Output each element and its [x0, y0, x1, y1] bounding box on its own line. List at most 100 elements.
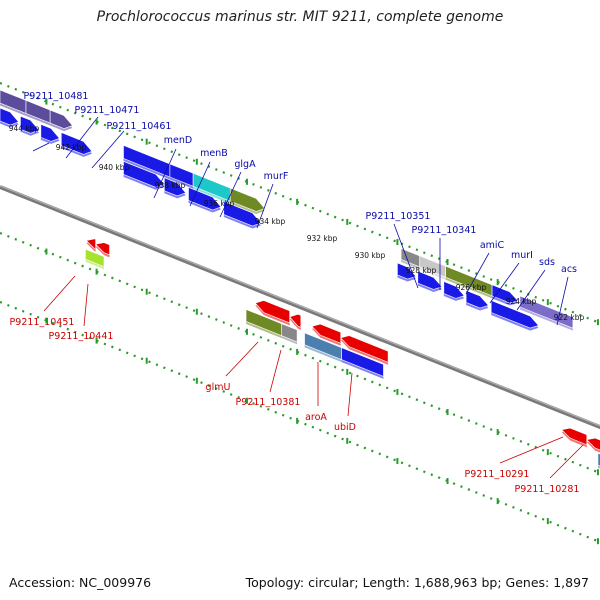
kbp-tick-label-2: 942 kbp: [56, 143, 87, 152]
gene-forward-7-body[interactable]: [491, 284, 519, 304]
gene-label-reverse-5[interactable]: aroA: [305, 412, 327, 423]
callout-line-forward-4: [153, 148, 177, 199]
kbp-tick-label-3: 940 kbp: [99, 163, 130, 172]
kbp-tick-label-6: 934 kbp: [255, 217, 286, 226]
gene-label-forward-10[interactable]: amiC: [480, 240, 505, 251]
gene-forward-24-body[interactable]: [465, 289, 489, 309]
gene-forward-17[interactable]: [123, 160, 165, 190]
gene-label-forward-4[interactable]: menD: [164, 135, 192, 146]
gene-forward-23-body[interactable]: [443, 281, 465, 299]
gene-forward-16-body[interactable]: [229, 187, 266, 212]
gene-reverse-8[interactable]: [311, 323, 342, 346]
gene-label-forward-1[interactable]: P9211_10481: [24, 91, 89, 102]
gene-reverse-13-body[interactable]: [586, 437, 600, 451]
callout-line-forward-11: [489, 262, 520, 304]
gene-reverse-2-body[interactable]: [95, 242, 110, 256]
gene-reverse-4-body[interactable]: [254, 300, 290, 324]
gene-forward-18-body[interactable]: [164, 177, 187, 197]
gene-forward-11-body[interactable]: [40, 123, 60, 142]
gene-forward-18[interactable]: [164, 177, 187, 199]
gene-forward-23[interactable]: [443, 281, 465, 301]
gene-reverse-14[interactable]: [597, 452, 600, 473]
gene-reverse-9[interactable]: [340, 335, 389, 365]
gene-label-reverse-3[interactable]: glmU: [206, 382, 231, 393]
gene-forward-25-body[interactable]: [490, 300, 540, 329]
gene-forward-21-body[interactable]: [397, 262, 417, 280]
gene-label-reverse-2[interactable]: P9211_10441: [49, 331, 114, 342]
gene-reverse-1[interactable]: [85, 238, 96, 252]
gene-forward-3[interactable]: [49, 109, 73, 132]
gene-forward-9[interactable]: [0, 107, 20, 128]
gene-reverse-5-body[interactable]: [289, 313, 302, 328]
forward-outer-dots: [0, 81, 600, 325]
gene-label-forward-8[interactable]: P9211_10351: [366, 211, 431, 222]
callout-line-forward-2: [65, 116, 99, 159]
gene-forward-25[interactable]: [490, 300, 540, 331]
gene-label-forward-9[interactable]: P9211_10341: [412, 225, 477, 236]
gene-label-forward-13[interactable]: acs: [561, 264, 577, 275]
gene-reverse-13[interactable]: [586, 437, 600, 454]
gene-label-reverse-4[interactable]: P9211_10381: [236, 397, 301, 408]
kbp-tick-label-12: 922 kbp: [554, 313, 585, 322]
gene-reverse-12-body[interactable]: [561, 427, 588, 446]
kbp-tick-label-11: 924 kbp: [506, 297, 537, 306]
gene-reverse-3[interactable]: [85, 248, 105, 270]
gene-forward-10[interactable]: [20, 115, 40, 136]
gene-forward-16[interactable]: [229, 187, 266, 215]
gene-label-forward-6[interactable]: glgA: [234, 159, 256, 170]
gene-label-forward-2[interactable]: P9211_10471: [75, 105, 140, 116]
callout-line-forward-3: [91, 130, 125, 169]
gene-reverse-12[interactable]: [561, 427, 588, 448]
kbp-tick-label-9: 928 kbp: [406, 266, 437, 275]
gene-label-reverse-6[interactable]: ubiD: [334, 422, 356, 433]
gene-label-reverse-8[interactable]: P9211_10281: [515, 484, 580, 495]
callout-line-reverse-6: [347, 372, 353, 417]
gene-reverse-7-body[interactable]: [281, 323, 298, 343]
gene-reverse-5[interactable]: [289, 313, 302, 330]
gene-reverse-11-body[interactable]: [341, 347, 384, 377]
gene-reverse-8-body[interactable]: [311, 323, 342, 344]
genome-summary-text: Topology: circular; Length: 1,688,963 bp…: [245, 575, 589, 590]
callout-line-forward-13: [556, 276, 569, 326]
gene-forward-19-body[interactable]: [188, 186, 222, 211]
gene-forward-20[interactable]: [223, 201, 262, 229]
gene-label-forward-12[interactable]: sds: [539, 257, 555, 268]
gene-forward-8-body[interactable]: [519, 295, 574, 329]
gene-forward-19[interactable]: [188, 186, 222, 213]
gene-forward-17-body[interactable]: [123, 160, 165, 188]
gene-label-forward-3[interactable]: P9211_10461: [107, 121, 172, 132]
gene-reverse-7[interactable]: [281, 323, 298, 345]
gene-label-forward-11[interactable]: murI: [511, 250, 533, 261]
callout-line-forward-1: [32, 142, 50, 152]
gene-reverse-3-body[interactable]: [85, 248, 105, 268]
gene-forward-10-body[interactable]: [20, 115, 40, 134]
gene-forward-22[interactable]: [417, 270, 443, 292]
gene-label-reverse-7[interactable]: P9211_10291: [465, 469, 530, 480]
accession-text: Accession: NC_009976: [9, 575, 152, 590]
gene-reverse-4[interactable]: [254, 300, 290, 326]
gene-forward-9-body[interactable]: [0, 107, 20, 126]
gene-label-forward-5[interactable]: menB: [200, 148, 228, 159]
callout-line-forward-5: [189, 161, 211, 207]
gene-forward-7[interactable]: [491, 284, 519, 306]
gene-reverse-11[interactable]: [341, 347, 384, 379]
gene-reverse-14-body[interactable]: [597, 452, 600, 471]
backbone-highlight: [0, 185, 600, 427]
gene-features[interactable]: [0, 89, 600, 474]
gene-forward-22-body[interactable]: [417, 270, 443, 290]
callout-line-reverse-8: [549, 444, 584, 479]
gene-reverse-1-body[interactable]: [85, 238, 96, 250]
gene-reverse-2[interactable]: [95, 242, 110, 258]
gene-forward-11[interactable]: [40, 123, 60, 144]
kbp-tick-label-5: 936 kbp: [204, 199, 235, 208]
gene-label-forward-7[interactable]: murF: [264, 171, 289, 182]
gene-forward-24[interactable]: [465, 289, 489, 311]
gene-forward-21[interactable]: [397, 262, 417, 282]
gene-forward-20-body[interactable]: [223, 201, 262, 227]
gene-forward-3-body[interactable]: [49, 109, 73, 129]
gene-label-reverse-1[interactable]: P9211_10451: [10, 317, 75, 328]
callout-line-forward-7: [256, 183, 274, 229]
gene-reverse-9-body[interactable]: [340, 335, 389, 363]
gene-forward-8[interactable]: [519, 295, 574, 331]
